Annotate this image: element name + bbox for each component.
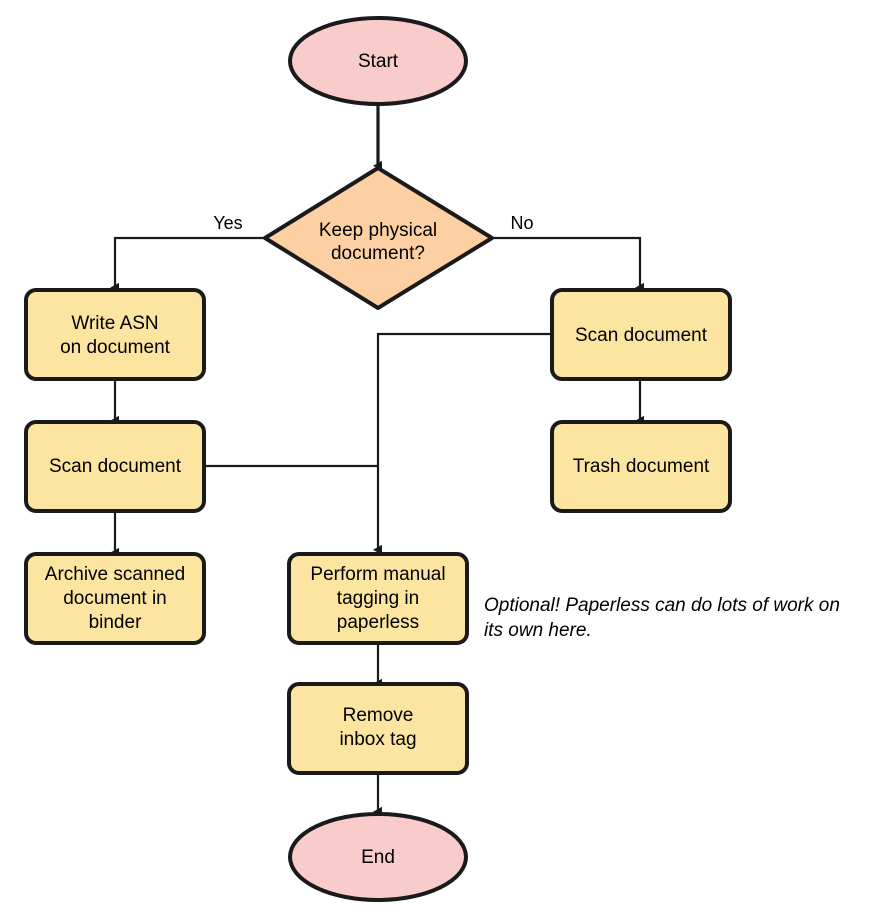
annotation-line2: its own here. [484, 620, 592, 641]
decision-label-line1: Keep physical [319, 220, 437, 241]
node-trash-document[interactable]: Trash document [550, 420, 732, 513]
decision-diamond [263, 166, 494, 310]
node-scan-document-left[interactable]: Scan document [24, 420, 206, 513]
decision-label-line2: document? [331, 243, 425, 264]
write-asn-label-line1: Write ASN [71, 313, 158, 334]
trash-document-box [550, 420, 732, 513]
remove-inbox-label-line2: inbox tag [339, 729, 416, 750]
end-ellipse [288, 812, 468, 902]
start-label: Start [358, 51, 399, 72]
edge-decision-no-to-scan-right [492, 236, 644, 293]
scan-document-left-label: Scan document [49, 456, 182, 477]
edge-label-no: No [510, 213, 533, 233]
archive-label-line3: binder [89, 612, 142, 633]
annotation-line1: Optional! Paperless can do lots of work … [484, 595, 840, 616]
annotation-note: Optional! Paperless can do lots of work … [484, 595, 840, 641]
tagging-label-line2: tagging in [337, 588, 419, 609]
edge-label-yes: Yes [213, 213, 242, 233]
node-archive-scanned-document[interactable]: Archive scanned document in binder [24, 552, 206, 645]
archive-box [24, 552, 206, 645]
start-ellipse [288, 16, 468, 106]
scan-document-right-box [550, 288, 732, 381]
write-asn-label-line2: on document [60, 337, 171, 358]
remove-inbox-tag-box [287, 682, 469, 775]
tagging-label-line1: Perform manual [310, 564, 445, 585]
archive-label-line1: Archive scanned [45, 564, 185, 585]
tagging-box [287, 552, 469, 645]
node-remove-inbox-tag[interactable]: Remove inbox tag [287, 682, 469, 775]
scan-document-right-label: Scan document [575, 325, 708, 346]
node-end[interactable]: End [288, 812, 468, 902]
node-perform-manual-tagging[interactable]: Perform manual tagging in paperless [287, 552, 469, 645]
node-start[interactable]: Start [288, 16, 468, 106]
edge-scan-right-to-tagging [373, 332, 552, 555]
node-write-asn-on-document[interactable]: Write ASN on document [24, 288, 206, 381]
trash-document-label: Trash document [573, 456, 710, 477]
remove-inbox-label-line1: Remove [343, 705, 414, 726]
tagging-label-line3: paperless [337, 612, 419, 633]
archive-label-line2: document in [63, 588, 167, 609]
node-scan-document-right[interactable]: Scan document [550, 288, 732, 381]
edge-decision-yes-to-write-asn [110, 236, 265, 293]
scan-document-left-box [24, 420, 206, 513]
end-label: End [361, 847, 395, 868]
write-asn-box [24, 288, 206, 381]
node-decision-keep-physical-document[interactable]: Keep physical document? [263, 166, 494, 310]
